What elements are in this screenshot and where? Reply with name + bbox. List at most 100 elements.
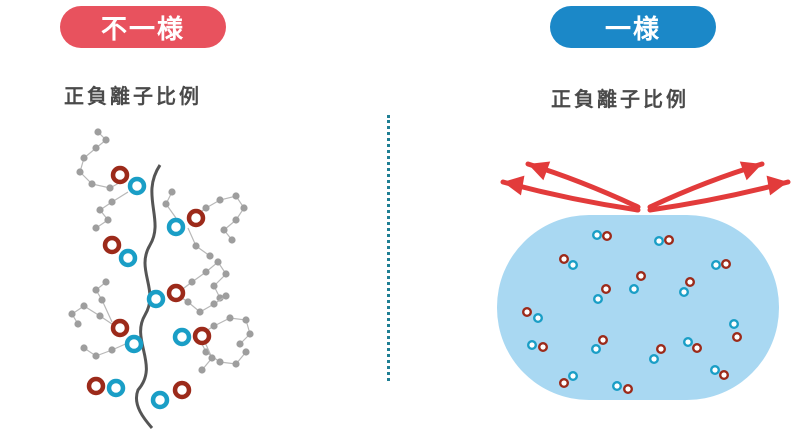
chain-bead: [92, 286, 100, 294]
chain-bead: [184, 298, 192, 306]
positive-ion: [692, 343, 703, 354]
chain-bead: [98, 296, 106, 304]
chain-bead: [210, 322, 218, 330]
left-ion-pairs: [86, 165, 212, 410]
chain-bead: [88, 180, 96, 188]
positive-ion: [656, 344, 667, 355]
red-outward-arrows: [500, 161, 791, 213]
negative-ion: [654, 235, 665, 246]
negative-ion: [166, 217, 186, 237]
chain-bead: [222, 292, 230, 300]
negative-ion: [172, 327, 192, 347]
positive-ion: [664, 234, 675, 245]
chain-bead: [108, 198, 116, 206]
chain-bead: [202, 204, 210, 212]
positive-ion: [86, 376, 106, 396]
arrow-head: [739, 161, 762, 181]
positive-ion: [172, 380, 192, 400]
uniform-membrane-blob: [497, 215, 779, 400]
chain-bead: [92, 144, 100, 152]
negative-ion: [649, 354, 660, 365]
positive-ion: [166, 283, 186, 303]
chain-bead: [216, 358, 224, 366]
negative-ion: [533, 313, 544, 324]
chain-bead: [92, 352, 100, 360]
uniform-label-pill: 一様: [550, 6, 716, 48]
positive-ion: [719, 370, 730, 381]
negative-ion: [568, 260, 579, 271]
negative-ion: [127, 176, 147, 196]
chain-bead: [102, 278, 110, 286]
chain-bead: [236, 340, 244, 348]
positive-ion: [601, 284, 612, 295]
chain-bead: [210, 300, 218, 308]
chain-bead: [196, 308, 204, 316]
chain-bead: [240, 204, 248, 212]
chain-bead: [232, 360, 240, 368]
positive-ion: [685, 277, 696, 288]
chain-bead: [206, 252, 214, 260]
chain-bead: [228, 236, 236, 244]
chain-bead: [222, 270, 230, 278]
chain-bead: [92, 224, 100, 232]
chain-bead: [226, 314, 234, 322]
negative-ion: [568, 371, 579, 382]
positive-ion: [721, 259, 732, 270]
chain-link: [83, 341, 131, 357]
chain-bead: [242, 316, 250, 324]
chain-bead: [202, 268, 210, 276]
negative-ion: [593, 294, 604, 305]
positive-ion: [192, 326, 212, 346]
negative-ion: [527, 340, 538, 351]
chain-bead: [216, 294, 224, 302]
positive-ion: [598, 335, 609, 346]
chain-bead: [96, 206, 104, 214]
negative-ion: [124, 334, 144, 354]
negative-ion: [106, 378, 126, 398]
negative-ion: [711, 260, 722, 271]
chain-bead: [208, 354, 216, 362]
chain-bead: [220, 226, 228, 234]
chain-bead: [216, 196, 224, 204]
positive-ion: [602, 230, 613, 241]
chain-bead: [168, 188, 176, 196]
chain-bead: [76, 168, 84, 176]
chain-bead: [80, 154, 88, 162]
chain-bead: [210, 282, 218, 290]
negative-ion: [146, 289, 166, 309]
positive-ion: [623, 384, 634, 395]
chain-bead: [188, 278, 196, 286]
chain-bead: [106, 184, 114, 192]
positive-ion: [559, 378, 570, 389]
chain-bead: [74, 320, 82, 328]
chain-bead: [232, 216, 240, 224]
positive-ion: [110, 165, 130, 185]
positive-ion: [559, 253, 570, 264]
chain-bead: [232, 192, 240, 200]
chain-bead: [162, 200, 170, 208]
left-subtitle: 正負離子比例: [64, 84, 202, 108]
chain-bead: [198, 366, 206, 374]
right-subtitle: 正負離子比例: [551, 87, 689, 111]
arrow-head: [503, 175, 525, 196]
chain-bead: [80, 302, 88, 310]
positive-ion: [186, 208, 206, 228]
negative-ion: [591, 344, 602, 355]
negative-ion: [679, 287, 690, 298]
negative-ion: [710, 365, 721, 376]
positive-ion: [102, 235, 122, 255]
negative-ion: [629, 284, 640, 295]
chain-bead: [68, 310, 76, 318]
positive-ion: [110, 318, 130, 338]
chain-bead: [214, 258, 222, 266]
dotted-divider-line: [387, 115, 390, 381]
chain-link: [95, 281, 113, 323]
negative-ion: [592, 229, 603, 240]
positive-ion: [538, 342, 549, 353]
chain-bead: [192, 242, 200, 250]
polymer-chains: [68, 128, 254, 374]
chain-bead: [246, 330, 254, 338]
negative-ion: [729, 319, 740, 330]
negative-ion: [150, 390, 170, 410]
